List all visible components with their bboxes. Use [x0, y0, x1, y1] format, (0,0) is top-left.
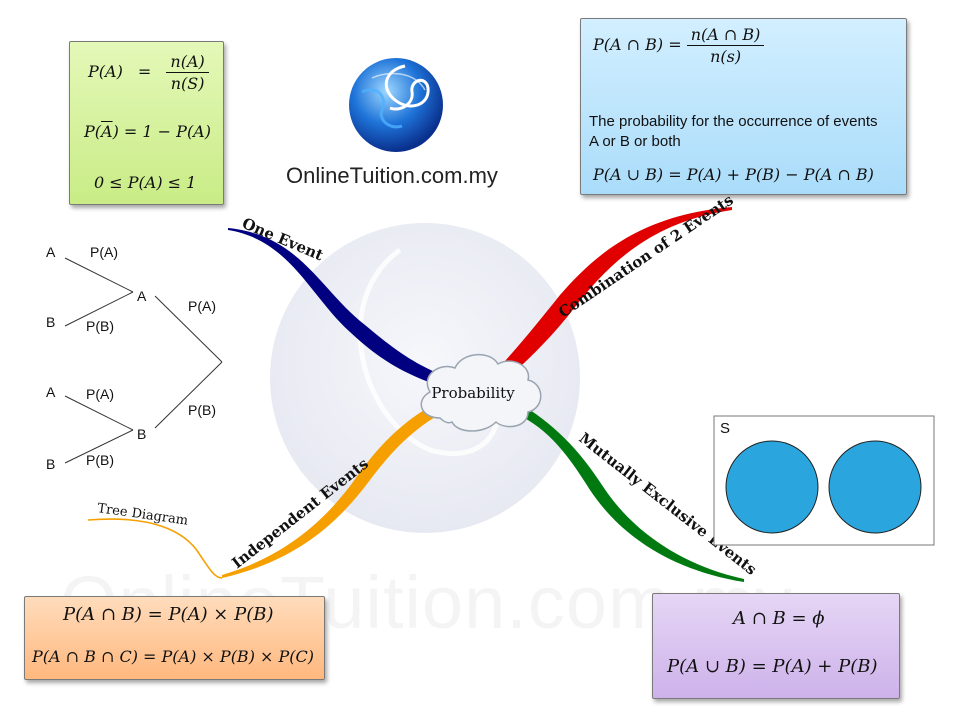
tree-label-pa2: P(A): [86, 386, 114, 402]
brand-name: OnlineTuition.com.my: [286, 163, 498, 188]
exclusive-union-formula: P(A ∪ B) = P(A) + P(B): [667, 656, 878, 677]
label-combination: Combination of 2 Events: [555, 191, 736, 322]
branch-independent: [222, 395, 458, 578]
complement-rhs: = 1 − P(A): [123, 122, 211, 141]
tree-label-a-node: A: [137, 288, 147, 304]
label-tree-diagram: Tree Diagram: [96, 501, 189, 529]
tree-label-b2: B: [46, 456, 56, 472]
intersection-numerator: n(A ∩ B): [686, 25, 765, 46]
intersection-fraction: n(A ∩ B) n(s): [686, 25, 765, 66]
independent-three-formula: P(A ∩ B ∩ C) = P(A) × P(B) × P(C): [32, 647, 314, 666]
basic-lhs: P(A): [88, 62, 123, 81]
combination-box: P(A ∩ B) = n(A ∩ B) n(s) The probability…: [580, 18, 907, 195]
tree-label-pa-main: P(A): [188, 298, 216, 314]
complement-lhs-close: ): [112, 122, 119, 141]
venn-circle-a: [725, 440, 819, 534]
tree-diagram-lines: [64, 257, 223, 464]
mutually-exclusive-box: A ∩ B = ϕ P(A ∪ B) = P(A) + P(B): [652, 593, 900, 699]
label-one-event: One Event: [239, 214, 326, 264]
intersection-lhs: P(A ∩ B) =: [593, 35, 682, 54]
basic-eq: =: [137, 62, 152, 81]
tree-label-b1: B: [46, 314, 56, 330]
brand-logo: [349, 58, 443, 152]
branch-tree-diagram: [87, 518, 223, 579]
basic-probability-box: P(A) = n(A) n(S) P(A) = 1 − P(A) 0 ≤ P(A…: [69, 41, 224, 205]
complement-lhs-open: P(: [84, 122, 102, 141]
tree-label-a2: A: [46, 384, 56, 400]
central-label: Probability: [431, 384, 515, 402]
tree-label-pb-main: P(B): [188, 402, 216, 418]
range-formula: 0 ≤ P(A) ≤ 1: [94, 173, 197, 192]
basic-denominator: n(S): [170, 74, 205, 93]
empty-intersection-formula: A ∩ B = ϕ: [733, 608, 825, 629]
branch-mutually-exclusive: [508, 400, 744, 582]
basic-formula: P(A) = n(A) n(S): [88, 52, 209, 93]
branch-one-event: [228, 228, 450, 388]
venn-circle-b: [828, 440, 922, 534]
tree-label-pa1: P(A): [90, 244, 118, 260]
independent-two-formula: P(A ∩ B) = P(A) × P(B): [63, 604, 274, 625]
intersection-denominator: n(s): [710, 47, 742, 66]
basic-numerator: n(A): [166, 52, 209, 73]
complement-a-bar: A: [101, 122, 113, 141]
tree-label-b-node: B: [137, 426, 147, 442]
basic-fraction: n(A) n(S): [166, 52, 209, 93]
central-cloud[interactable]: Probability: [420, 354, 542, 432]
combination-description: The probability for the occurrence of ev…: [589, 113, 878, 150]
complement-formula: P(A) = 1 − P(A): [84, 122, 211, 141]
independent-box: P(A ∩ B) = P(A) × P(B) P(A ∩ B ∩ C) = P(…: [24, 596, 325, 680]
tree-label-pb2: P(B): [86, 452, 114, 468]
intersection-formula: P(A ∩ B) = n(A ∩ B) n(s): [593, 25, 765, 66]
venn-label-s: S: [720, 420, 731, 437]
union-formula: P(A ∪ B) = P(A) + P(B) − P(A ∩ B): [593, 165, 874, 184]
tree-label-a1: A: [46, 244, 56, 260]
tree-label-pb1: P(B): [86, 318, 114, 334]
